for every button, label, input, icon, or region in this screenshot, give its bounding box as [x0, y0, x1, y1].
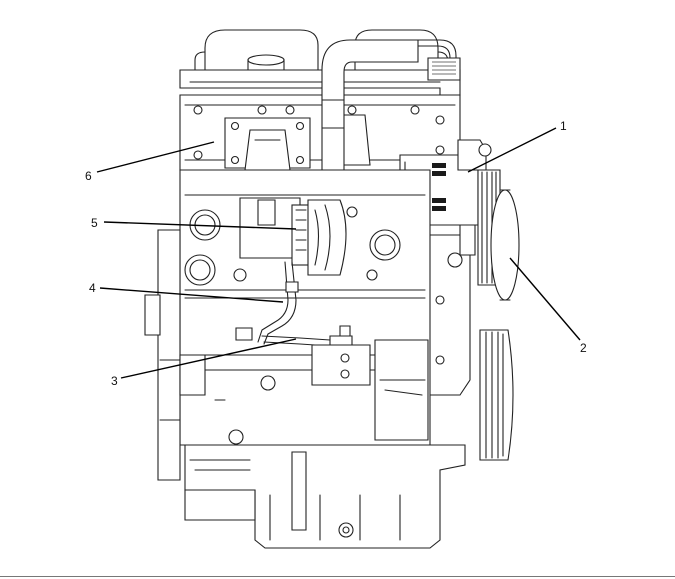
callout-2: 2: [580, 341, 587, 355]
callout-3: 3: [111, 374, 118, 388]
callout-1: 1: [560, 119, 567, 133]
leader-5: [103, 221, 297, 230]
callout-4: 4: [89, 281, 96, 295]
bottom-rule: [0, 576, 675, 577]
crank-pulley: [479, 329, 514, 461]
front-cover: [427, 224, 476, 396]
callout-6: 6: [85, 169, 92, 183]
callout-labels: 1 2 3 4 5 6: [85, 119, 587, 388]
leader-4: [99, 287, 284, 303]
leader-6: [96, 141, 215, 173]
leader-lines: [96, 127, 581, 379]
oil-pan: [184, 444, 466, 549]
upper-pulley: [477, 143, 520, 301]
callout-5: 5: [91, 216, 98, 230]
leader-1: [467, 127, 557, 173]
cylinder-head: [179, 94, 461, 191]
oil-lines: [235, 261, 371, 386]
leader-3: [120, 338, 297, 379]
leader-2: [509, 257, 581, 341]
